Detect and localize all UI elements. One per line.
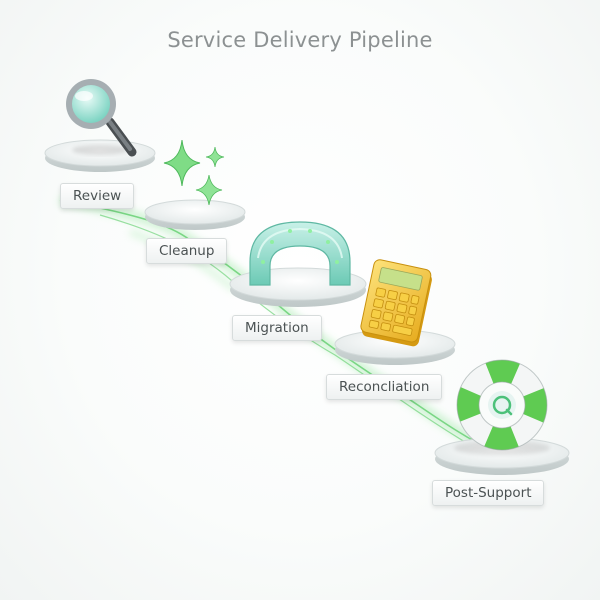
stage-label-cleanup: Cleanup (146, 238, 228, 264)
sparkles-icon (163, 139, 225, 206)
calculator-icon (360, 259, 432, 347)
diagram-title: Service Delivery Pipeline (167, 28, 433, 52)
lifebuoy-icon (454, 359, 550, 455)
platform-review (44, 139, 156, 172)
platform-reconciliation (334, 329, 456, 365)
stage-label-migration: Migration (232, 315, 322, 341)
arch-bridge-icon (249, 221, 351, 286)
stage-label-reconciliation: Reconcliation (326, 374, 443, 400)
stage-label-post-support: Post-Support (432, 480, 545, 506)
magnifier-icon (66, 79, 137, 157)
stage-label-review: Review (60, 183, 135, 209)
platform-cleanup (144, 199, 246, 230)
